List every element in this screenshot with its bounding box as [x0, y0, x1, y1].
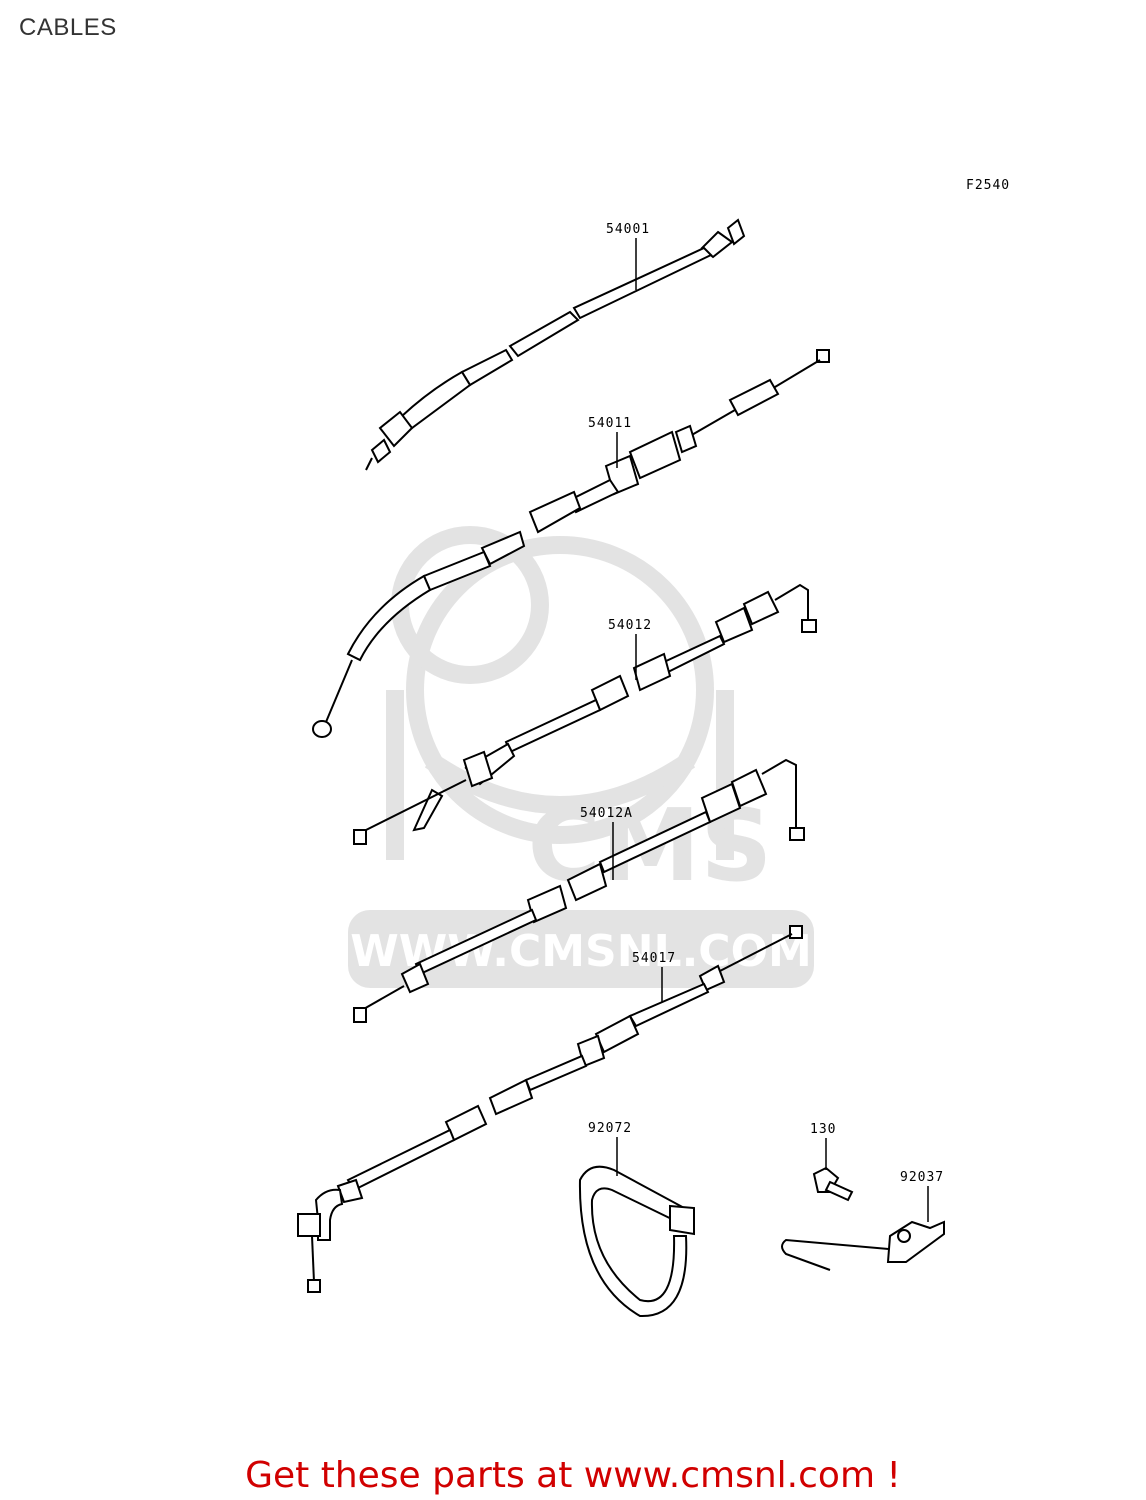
page-title: CABLES: [19, 14, 117, 41]
part-label-54012a: 54012A: [580, 806, 633, 821]
part-label-54012: 54012: [608, 618, 652, 633]
part-label-92072: 92072: [588, 1121, 632, 1136]
part-label-54001: 54001: [606, 222, 650, 237]
part-label-92037: 92037: [900, 1170, 944, 1185]
part-54012a-cable: [353, 758, 805, 1023]
part-label-54011: 54011: [588, 416, 632, 431]
footer-parts-link[interactable]: Get these parts at www.cmsnl.com !: [245, 1455, 901, 1496]
figure-code: F2540: [966, 178, 1010, 193]
part-54001-cable: [365, 218, 746, 471]
part-54012-cable: [353, 583, 817, 845]
part-label-54017: 54017: [632, 951, 676, 966]
part-54017-cable: [297, 925, 803, 1293]
part-54011-cable: [312, 349, 830, 738]
part-92037-clamp: [781, 1220, 945, 1271]
part-130-bolt: [812, 1166, 854, 1202]
part-label-130: 130: [810, 1122, 836, 1137]
part-92072-band: [578, 1165, 695, 1318]
watermark-banner: [348, 910, 814, 988]
